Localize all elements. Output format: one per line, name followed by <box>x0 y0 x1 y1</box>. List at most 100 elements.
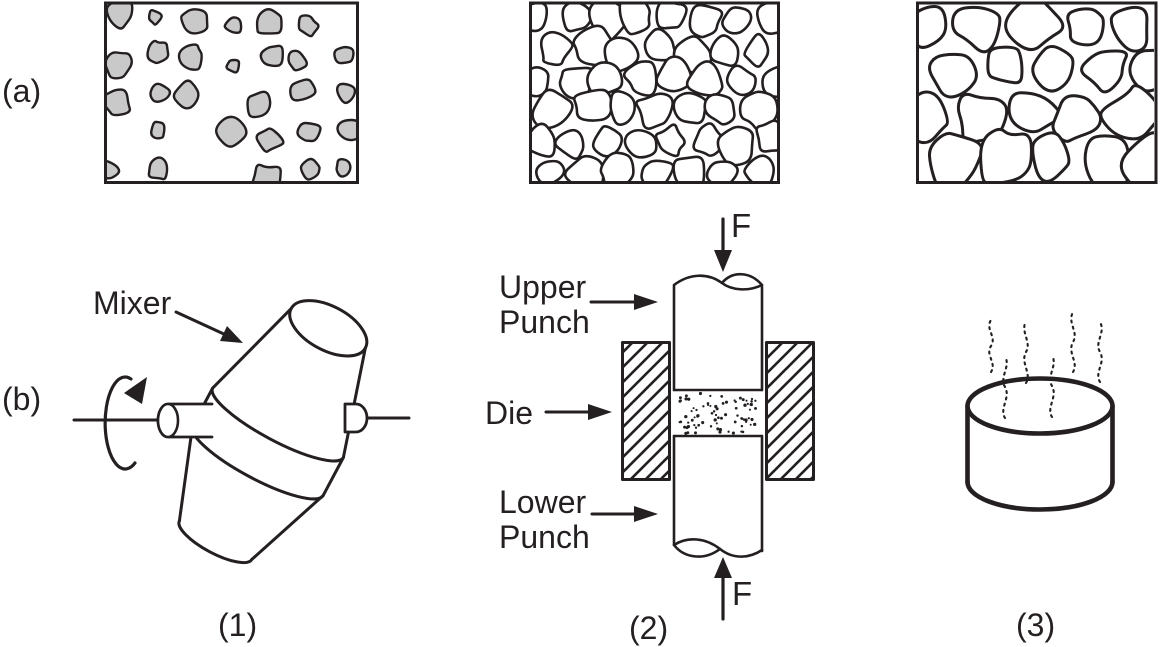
particle <box>336 118 356 142</box>
particle <box>591 125 624 158</box>
powder-dot <box>694 426 698 429</box>
powder-dot <box>717 416 720 420</box>
particle <box>149 82 172 103</box>
particle <box>223 16 243 35</box>
particle <box>951 5 1002 54</box>
powder-dot <box>754 399 757 402</box>
row-b-label: (b) <box>2 381 42 417</box>
particle <box>986 45 1024 85</box>
particle <box>919 90 949 145</box>
particle <box>563 154 605 181</box>
particle <box>622 60 658 97</box>
powder-dot <box>709 425 713 428</box>
powder-dot <box>714 413 718 417</box>
particle <box>685 60 724 97</box>
mixer-bottom-face <box>177 519 254 565</box>
mixer-trunnion-right <box>343 402 369 434</box>
particle <box>553 128 585 160</box>
force-bottom-label: F <box>732 575 753 612</box>
powder-dot <box>712 410 716 413</box>
powder-dot <box>733 399 736 402</box>
particle-field <box>107 4 356 181</box>
particle <box>561 4 594 33</box>
rotation-arrow-arc <box>103 375 137 471</box>
particle <box>640 159 675 181</box>
particle <box>532 122 557 158</box>
particle <box>535 159 566 181</box>
powder-dot <box>694 431 697 435</box>
particle <box>655 4 688 30</box>
particle <box>743 32 770 68</box>
particle <box>1128 48 1154 93</box>
powder-dot <box>744 418 748 422</box>
powder-dot <box>697 423 701 427</box>
powder-dot <box>753 422 757 427</box>
particle <box>214 115 248 148</box>
particle <box>180 8 209 35</box>
particle <box>672 91 708 125</box>
particle <box>255 127 285 153</box>
powder-dot <box>740 417 744 420</box>
particle <box>672 155 706 181</box>
sintering-illustration <box>965 310 1115 512</box>
powder-dot <box>754 406 757 410</box>
particle <box>705 160 739 181</box>
powder-dot <box>709 404 712 407</box>
particle <box>532 4 549 33</box>
step-2-label: (2) <box>629 610 669 646</box>
particle <box>919 4 948 49</box>
mixer-leader-arrowhead-icon <box>220 326 243 343</box>
upper-punch-sides <box>672 284 764 392</box>
powder-dot <box>745 399 748 402</box>
particle <box>618 4 651 36</box>
particle <box>609 90 637 127</box>
powder-dot <box>690 410 693 413</box>
particle <box>177 43 203 71</box>
die-leader-arrowhead-icon <box>588 404 612 420</box>
powder-dot <box>731 431 735 435</box>
particle <box>761 65 777 99</box>
particle <box>1004 4 1065 52</box>
powder-dot <box>698 391 703 396</box>
powder-dot <box>750 397 754 401</box>
particle <box>150 120 166 140</box>
lower-punch-sides <box>672 434 764 553</box>
powder-dot <box>678 396 682 400</box>
powder-dot <box>749 402 753 407</box>
powder-dot <box>716 427 720 431</box>
powder-dot <box>721 401 725 405</box>
micrograph-frame <box>529 1 780 184</box>
particle <box>333 45 355 65</box>
powder-dot <box>727 430 730 433</box>
mixer-label: Mixer <box>93 285 172 321</box>
mixer-illustration <box>72 299 411 565</box>
powder-dot <box>713 418 717 422</box>
particle <box>147 156 169 181</box>
powder-dot <box>684 394 688 398</box>
particle <box>1119 131 1154 181</box>
particle <box>146 39 170 65</box>
particle <box>635 92 674 130</box>
powder-dot <box>693 423 696 427</box>
particle <box>928 52 978 99</box>
particle <box>1031 44 1075 93</box>
particle <box>539 30 574 67</box>
particle <box>107 88 132 117</box>
powder-dot <box>706 402 710 405</box>
powder-dot <box>724 400 729 404</box>
micrograph-sintered-part <box>916 1 1158 184</box>
powder-dot <box>685 426 689 430</box>
powder-dot <box>714 404 718 409</box>
particle <box>1099 84 1154 141</box>
powder-dot <box>693 416 696 419</box>
powder-dot <box>736 414 739 417</box>
powder-dot <box>684 397 688 401</box>
particle <box>107 4 134 30</box>
particle <box>1031 131 1071 181</box>
powder-dot <box>741 430 745 434</box>
particle <box>1080 49 1128 94</box>
particle <box>721 6 753 35</box>
particle <box>755 119 777 153</box>
powder-dot <box>710 411 714 415</box>
